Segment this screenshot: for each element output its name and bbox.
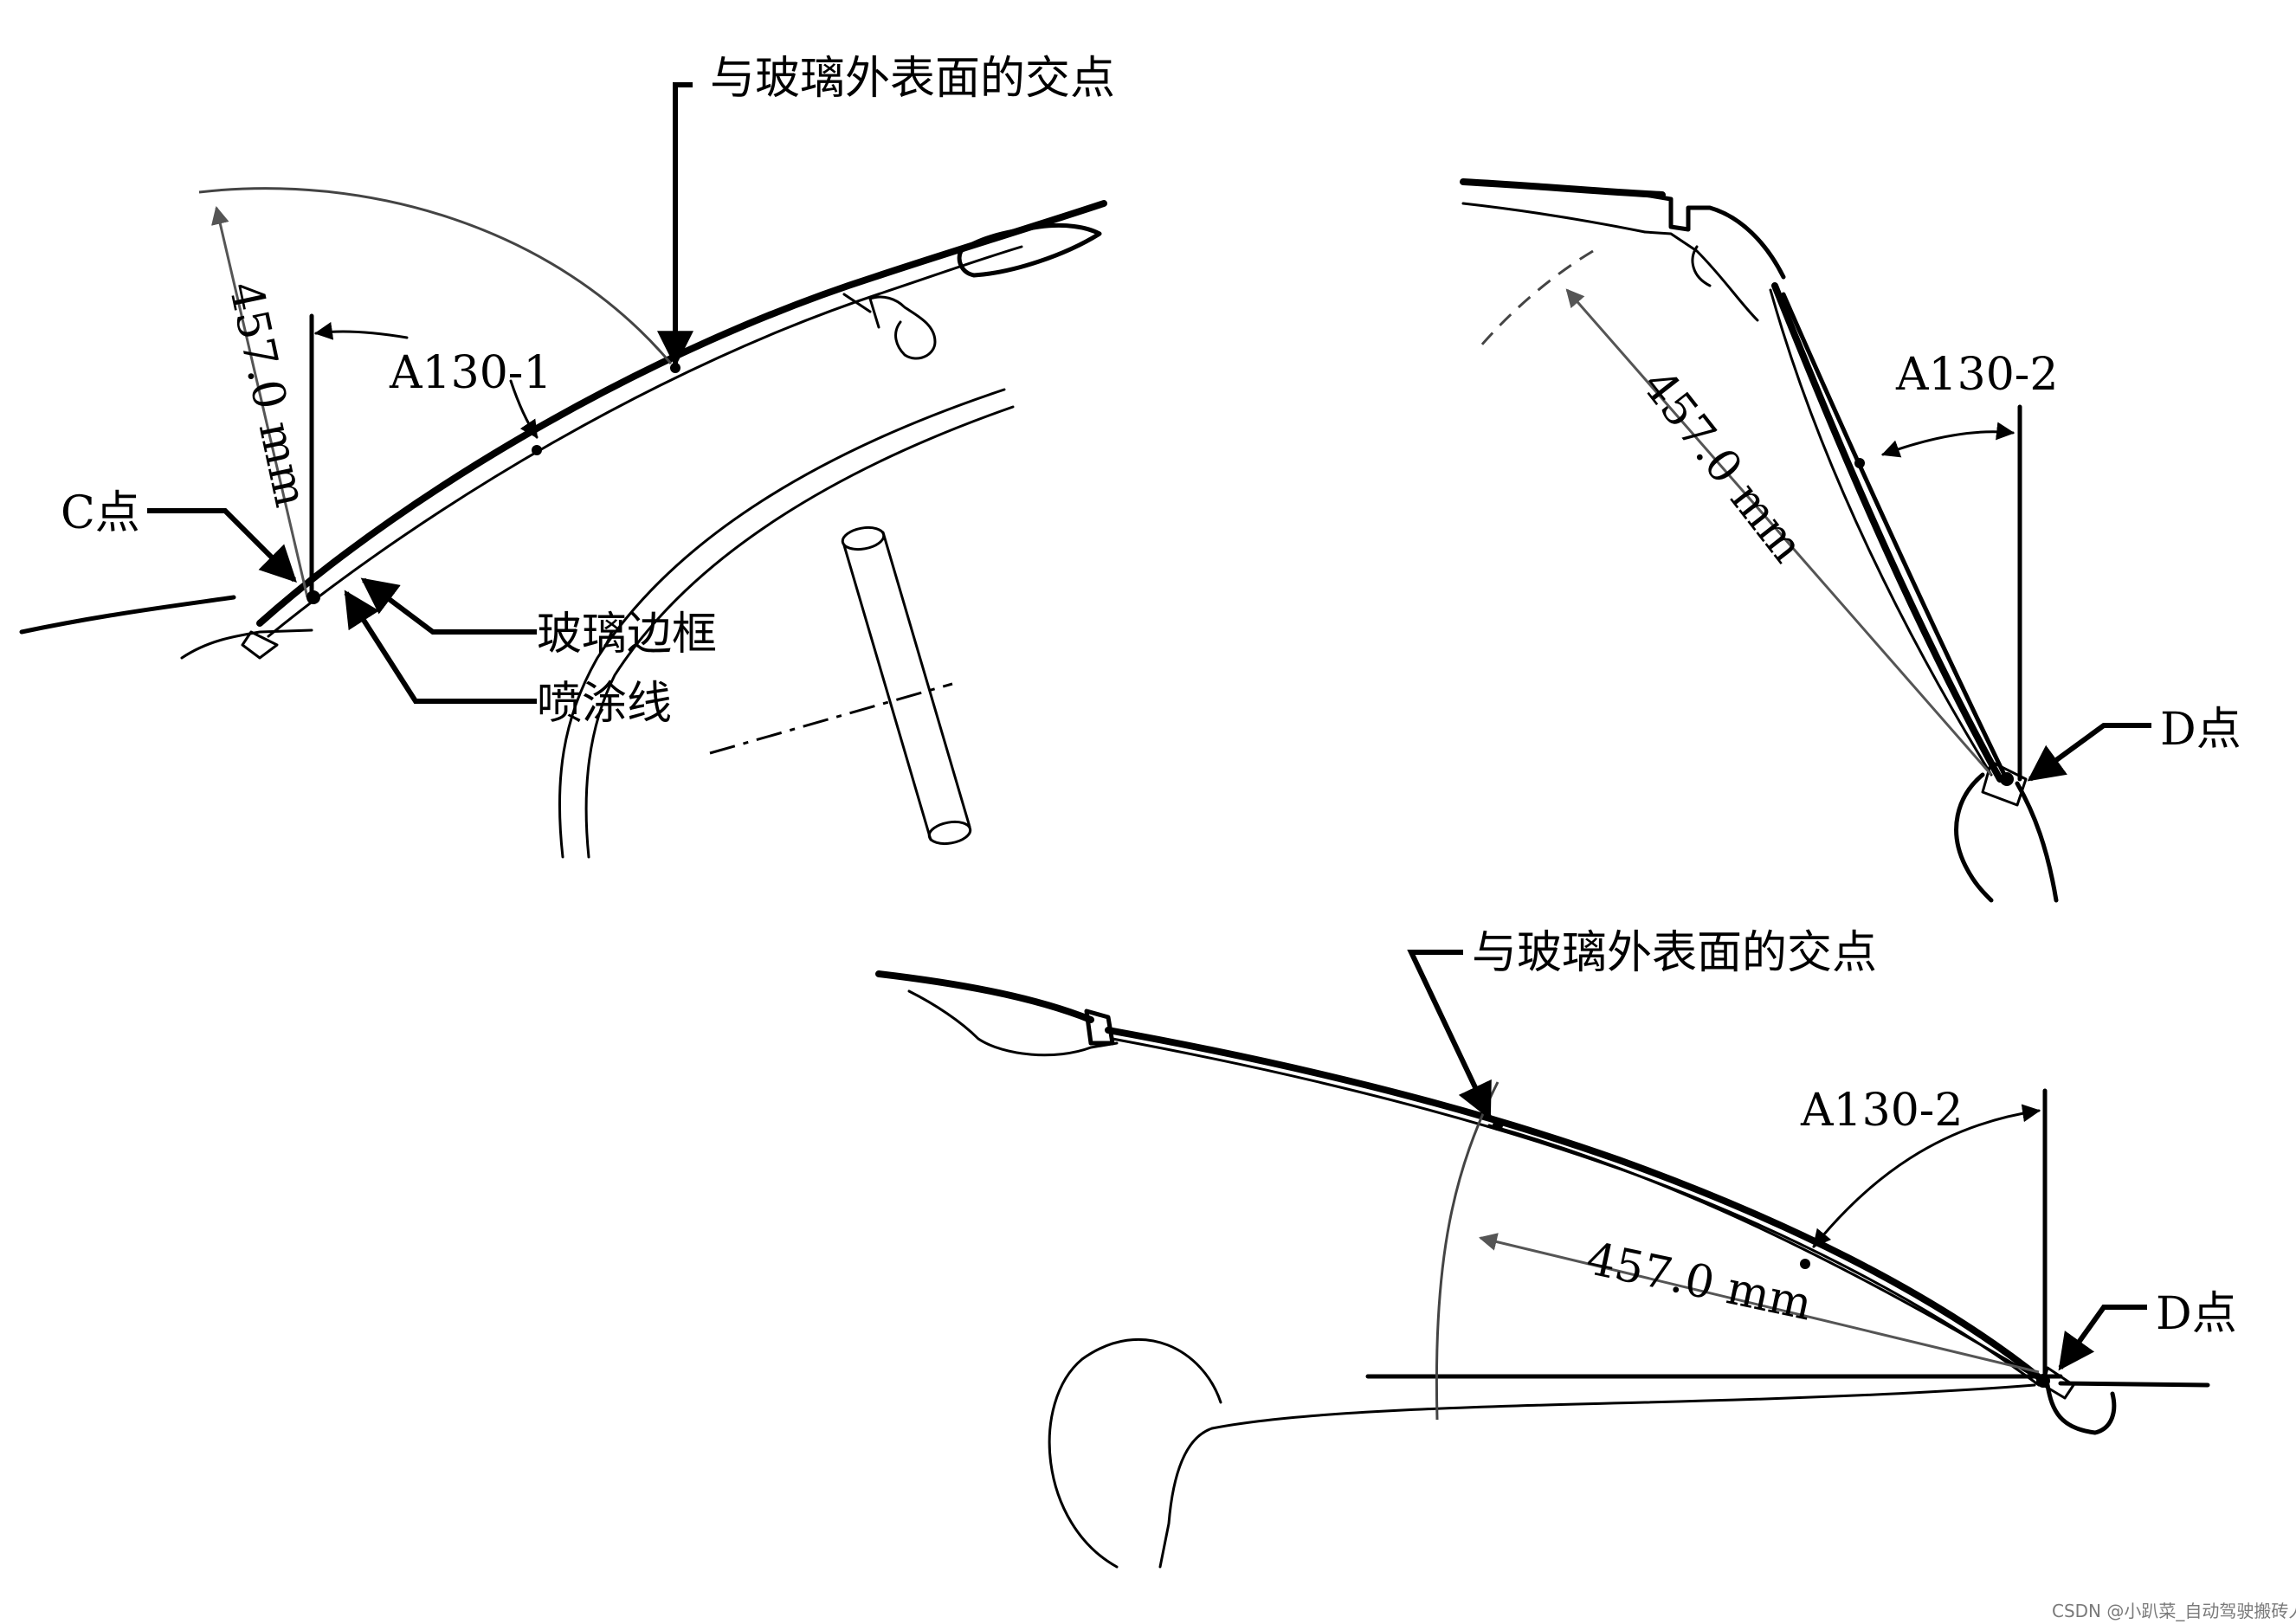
view-2-rear-pillar: A130-2 457.0 mm D点: [1460, 178, 2241, 903]
view-3-intersection-label: 与玻璃外表面的交点: [1472, 927, 1877, 979]
view-2-d-point-label: D点: [2160, 704, 2241, 756]
view-2-glass: [1771, 282, 2003, 783]
view-3-radius-arc: [1435, 1081, 1499, 1421]
view-3-d-point-label: D点: [2156, 1288, 2237, 1340]
view-3-angle-label: A130-2: [1800, 1085, 1963, 1137]
view-2-distance-label: 457.0 mm: [1632, 360, 1814, 572]
view-1-front-edge: 与玻璃外表面的交点 A130-1 457.0 mm C点 玻璃边框 喷涂线: [19, 53, 1115, 859]
watermark: CSDN @小趴菜_自动驾驶搬砖人: [2052, 1601, 2296, 1621]
view-1-distance-label: 457.0 mm: [218, 277, 317, 512]
view-1-angle-arrow: [313, 321, 409, 340]
view-1-angle-label: A130-1: [389, 347, 551, 399]
view-3-distance-label: 457.0 mm: [1582, 1233, 1816, 1331]
view-3-rear-glass-side: 与玻璃外表面的交点 A130-2 457.0 mm D点: [875, 927, 2237, 1569]
view-2-angle-label: A130-2: [1895, 349, 2058, 401]
view-2-radius-arc: [1479, 249, 1594, 347]
view-1-intersection-label: 与玻璃外表面的交点: [710, 53, 1115, 105]
view-3-glass: [1105, 1027, 2047, 1384]
view-1-spray-line-label: 喷涂线: [537, 678, 672, 730]
view-1-radius-arc: [198, 187, 673, 364]
view-1-glass-frame-label: 玻璃边框: [537, 609, 717, 661]
view-1-c-point-label: C点: [61, 487, 140, 539]
view-1-c-point: [306, 590, 320, 604]
view-1-radius-arrow: [211, 205, 309, 598]
